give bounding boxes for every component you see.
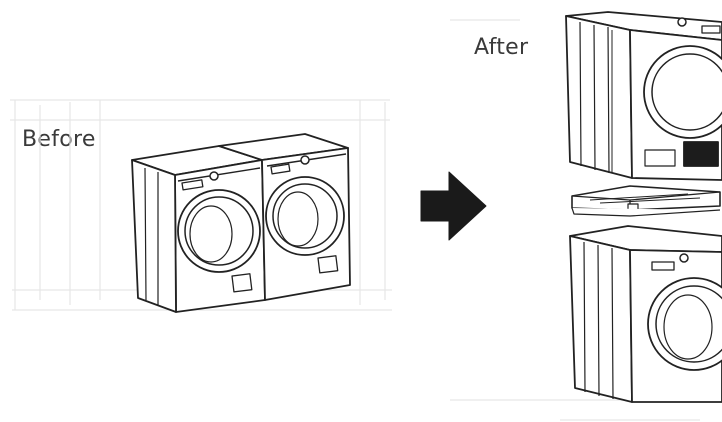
dryer-after [566,12,722,180]
washer-before [132,146,265,312]
right-arrow-icon [421,172,486,240]
washer-after [570,226,722,402]
stacking-kit [572,186,720,216]
